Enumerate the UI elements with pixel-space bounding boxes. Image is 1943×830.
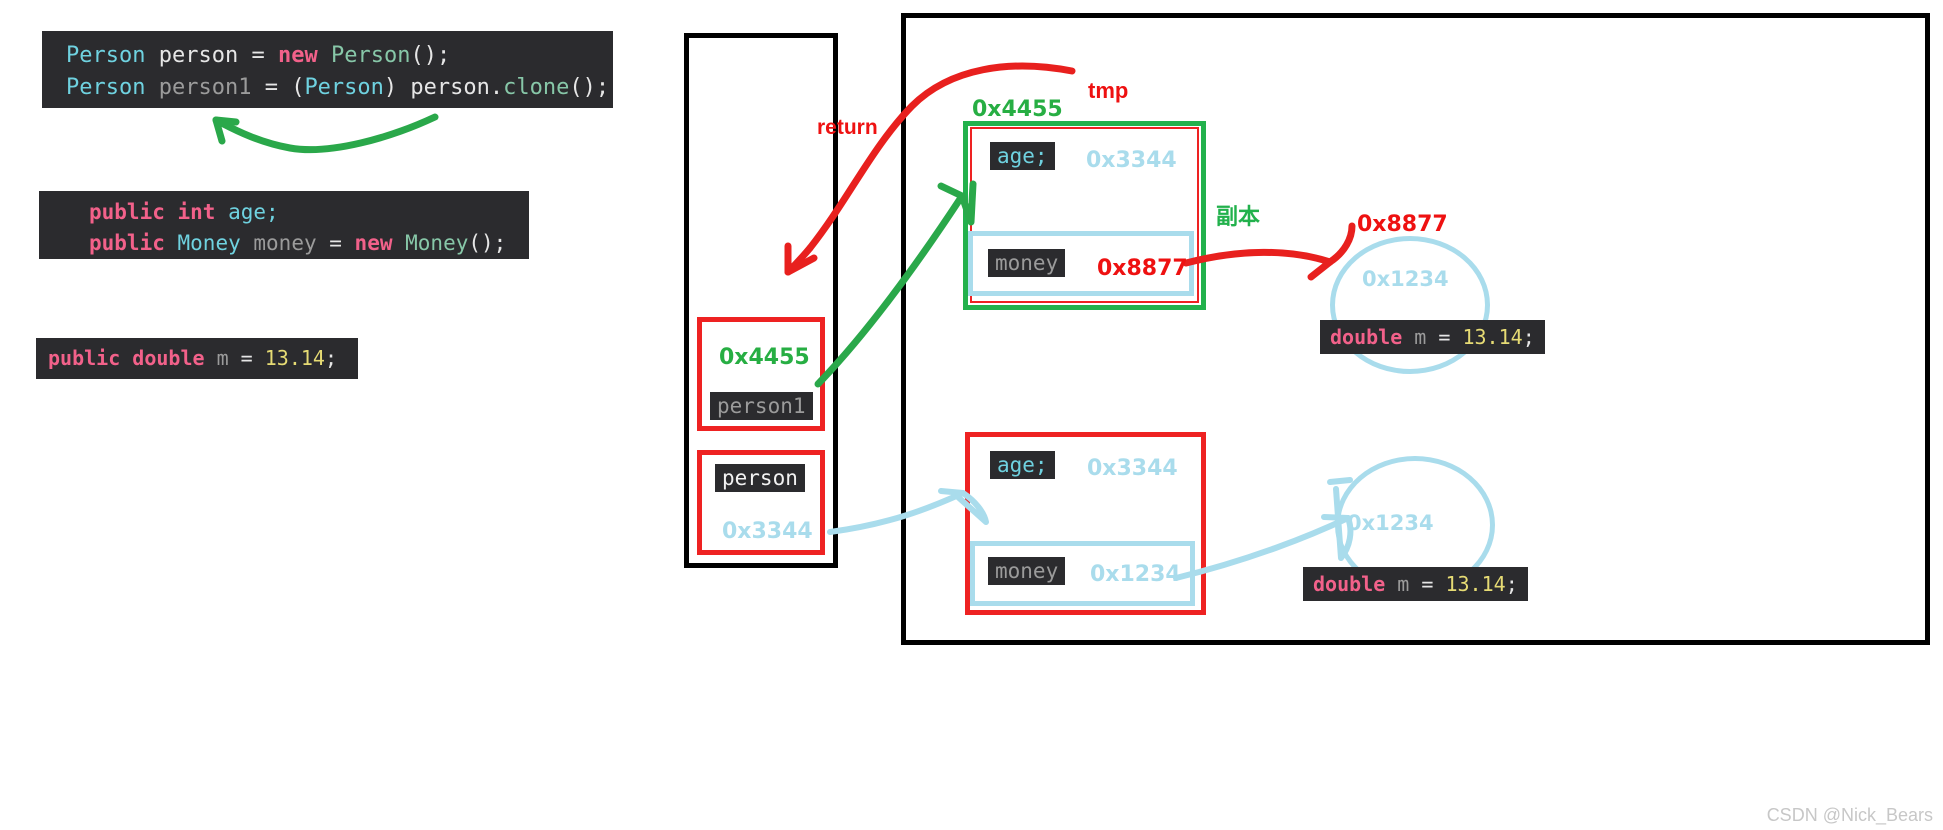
code-token: person [158,43,239,68]
code-token: public [89,200,165,224]
code-token: ) [383,75,411,100]
code-token: ; [1522,325,1535,349]
tmp-money-chip: money [988,249,1066,277]
code-token: = [238,43,278,68]
watermark: CSDN @Nick_Bears [1766,805,1933,825]
code-token [165,231,178,255]
code-block-money-field: public double m = 13.14; [36,338,358,379]
code-token: (); [410,43,451,68]
code-token: = [228,346,265,370]
code-token: Money [177,231,241,255]
tmp-age-value: 0x3344 [1086,148,1177,173]
copy-label: 副本 [1216,204,1261,229]
code-token [241,231,254,255]
code-line: Person person = new Person(); [66,40,613,72]
tmp-object-label: tmp [1088,78,1129,103]
code-token [145,75,158,100]
code-token: Person [66,43,146,68]
tmp-money-field-name: money [988,249,1066,277]
code-token [165,200,178,224]
money-object-top-circle [1330,236,1490,374]
tmp-money-value: 0x8877 [1097,256,1188,281]
code-token: Person [304,75,384,100]
code-token: m [1397,572,1410,596]
code-token: int [177,200,216,224]
person-age-value: 0x3344 [1087,456,1178,481]
code-line: public Money money = new Money(); [89,228,529,259]
code-token [215,200,228,224]
code-token: = [1409,572,1446,596]
code-token: = [1426,325,1463,349]
code-token: = ( [251,75,305,100]
code-block-main: Person person = new Person();Person pers… [42,31,613,108]
money-bottom-inner-address: 0x1234 [1347,511,1434,535]
code-token: person [410,75,490,100]
code-block-person-fields: public int age;public Money money = new … [39,191,529,259]
code-token: ; [324,346,338,370]
person-age-field-name: age; [990,451,1055,479]
code-token: 13.14 [1445,572,1506,596]
code-line: Person person1 = (Person) person.clone()… [66,72,613,104]
code-token: money [253,231,317,255]
code-token: 13.14 [1462,325,1523,349]
code-token: m [1414,325,1427,349]
code-token: (); [569,75,610,100]
code-token: Person [66,75,146,100]
code-token [1385,572,1397,596]
code-token: = [316,231,355,255]
code-token [1402,325,1414,349]
code-token: (); [468,231,507,255]
code-token: ; [1505,572,1518,596]
money-top-inner-address: 0x1234 [1362,267,1449,291]
code-token: public [48,346,121,370]
money-top-address: 0x8877 [1357,212,1448,237]
code-token: Money [405,231,469,255]
code-token: public [89,231,165,255]
code-token: m [216,346,229,370]
tmp-object-address: 0x4455 [972,97,1063,122]
stack-person1-varname: person1 [710,392,813,420]
stack-person-chip: person [715,464,805,492]
money-bottom-code: double m = 13.14; [1303,567,1528,601]
code-line: public int age; [89,197,529,228]
return-annotation-label: return [817,116,878,139]
code-token: clone [503,75,570,100]
code-token [120,346,132,370]
code-token [318,43,331,68]
code-line: public double m = 13.14; [48,344,358,373]
code-token: person1 [158,75,252,100]
code-token: ; [266,200,279,224]
code-token: new [277,43,318,68]
code-token: double [1313,572,1386,596]
tmp-age-field-name: age; [990,142,1055,170]
code-token: new [354,231,393,255]
code-token [205,346,217,370]
code-token: Person [330,43,411,68]
code-token [145,43,158,68]
code-token [392,231,405,255]
person-age-chip: age; [990,451,1055,479]
stack-person-address: 0x3344 [722,519,813,544]
code-token: . [489,75,504,100]
stack-person1-address: 0x4455 [719,345,810,370]
person-money-value: 0x1234 [1090,562,1181,587]
money-top-code: double m = 13.14; [1320,320,1545,354]
person-money-chip: money [988,557,1066,585]
stack-person1-chip: person1 [710,392,813,420]
code-token: 13.14 [264,346,325,370]
stack-person-varname: person [715,464,805,492]
person-money-field-name: money [988,557,1066,585]
code-token: double [1330,325,1403,349]
code-token: age [228,200,267,224]
code-token: double [132,346,205,370]
tmp-age-chip: age; [990,142,1055,170]
green-arrow-clone [212,113,439,154]
